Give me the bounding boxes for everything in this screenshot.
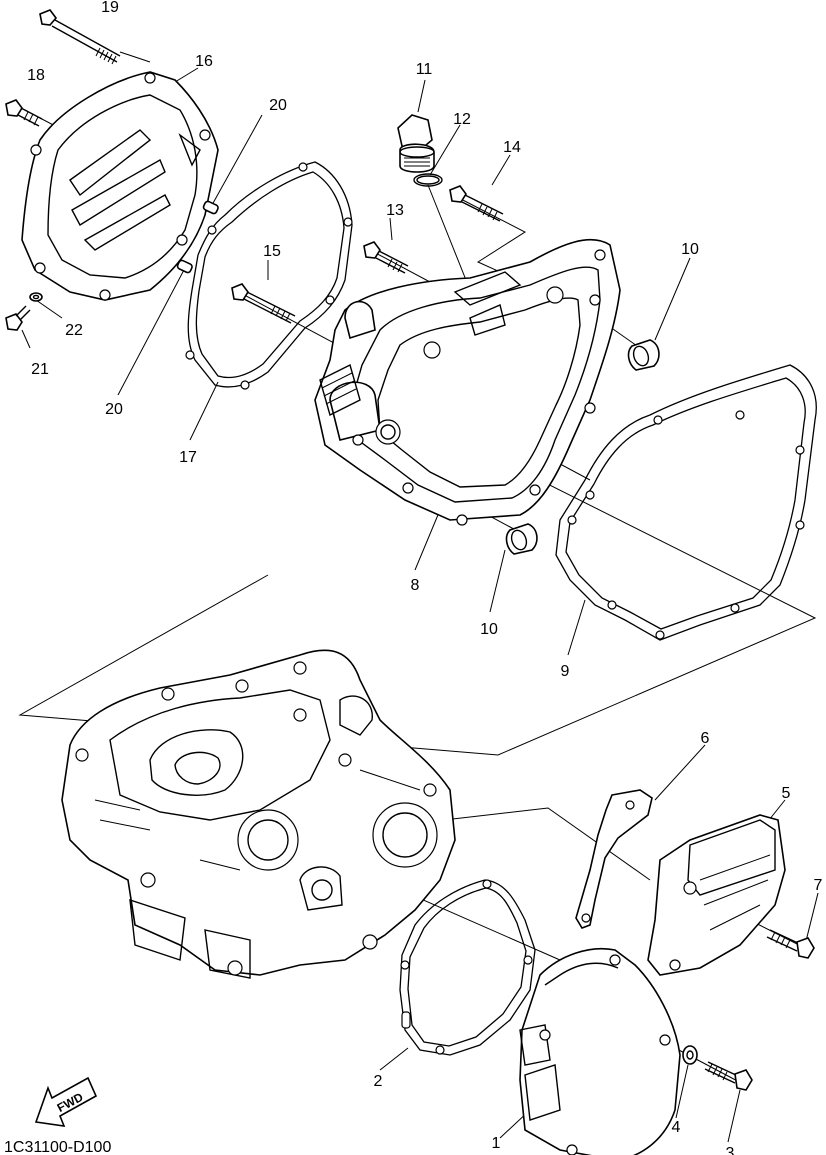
oil-filler-cap-11 [397, 114, 435, 173]
callout-13: 13 [386, 202, 404, 219]
callout-1: 1 [492, 1135, 501, 1152]
gasket-9 [555, 364, 817, 641]
bolt-15 [231, 283, 296, 324]
sprocket-cover-5 [647, 814, 786, 976]
callout-22: 22 [65, 322, 83, 339]
bolt-7 [766, 929, 815, 959]
bolt-13 [363, 241, 409, 274]
callout-10-upper: 10 [681, 241, 699, 258]
crankcase [61, 649, 456, 979]
callout-labels: 1 2 3 4 5 6 7 8 9 10 10 11 12 13 14 15 1… [27, 0, 822, 1155]
washer-22 [29, 292, 43, 302]
bracket-6 [575, 789, 653, 929]
callout-14: 14 [503, 139, 521, 156]
callout-2: 2 [374, 1073, 383, 1090]
fwd-arrow-icon: FWD [34, 1076, 98, 1127]
callout-18: 18 [27, 67, 45, 84]
clutch-cover-16 [21, 71, 219, 301]
bolt-14 [449, 185, 504, 222]
gasket-2 [399, 879, 536, 1056]
callout-5: 5 [782, 785, 791, 802]
callout-9: 9 [561, 663, 570, 680]
o-ring-12 [413, 173, 443, 187]
generator-cover-1 [519, 947, 681, 1155]
gasket-17 [185, 161, 353, 390]
bolt-18 [5, 99, 43, 127]
dowel-10-upper [627, 339, 660, 371]
callout-7: 7 [814, 877, 823, 894]
callout-12: 12 [453, 111, 471, 128]
callout-11: 11 [416, 61, 433, 78]
diagram-code: 1C31100-D100 [4, 1139, 111, 1155]
dowel-pin-20-upper [202, 200, 219, 215]
callout-6: 6 [701, 730, 710, 747]
washer-4 [682, 1045, 698, 1065]
callout-8: 8 [411, 577, 420, 594]
callout-16: 16 [195, 53, 213, 70]
callout-20-lower: 20 [105, 401, 123, 418]
callout-10-lower: 10 [480, 621, 498, 638]
crankcase-cover-8 [314, 238, 621, 526]
callout-17: 17 [179, 449, 197, 466]
bolt-19 [39, 9, 121, 65]
bolt-3 [704, 1061, 753, 1091]
dowel-pin-20-lower [176, 259, 193, 274]
callout-4: 4 [672, 1119, 681, 1136]
dowel-10-lower [505, 523, 538, 555]
callout-20-upper: 20 [269, 97, 287, 114]
callout-3: 3 [726, 1145, 735, 1155]
screw-21 [5, 305, 31, 331]
callout-19: 19 [101, 0, 119, 16]
callout-21: 21 [31, 361, 49, 378]
callout-15: 15 [263, 243, 281, 260]
